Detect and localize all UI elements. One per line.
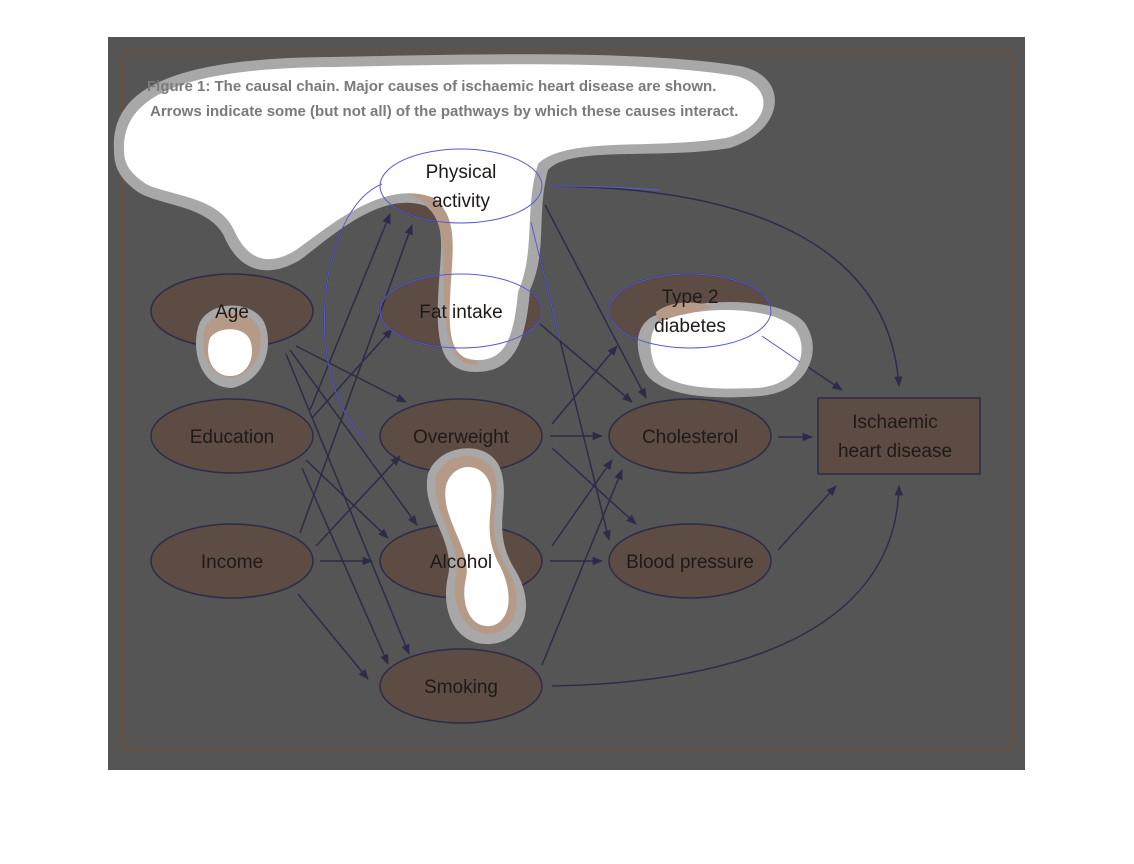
pa-bp-highlight bbox=[530, 221, 561, 341]
arrow-smoking-cholesterol bbox=[541, 469, 623, 666]
label-type2-diabetes-2: diabetes bbox=[654, 316, 726, 337]
arrow-education-physical-activity bbox=[309, 213, 391, 411]
label-type2-diabetes-1: Type 2 bbox=[661, 287, 718, 308]
label-income: Income bbox=[201, 552, 263, 573]
node-labels: Physical activity Age Fat intake Type 2 … bbox=[190, 162, 952, 698]
arrow-age-alcohol bbox=[289, 349, 418, 526]
caption-line-1: Figure 1: The causal chain. Major causes… bbox=[147, 78, 716, 95]
node-blood-pressure bbox=[608, 523, 772, 599]
arrow-bp-ihd bbox=[777, 485, 837, 551]
label-alcohol: Alcohol bbox=[430, 552, 492, 573]
node-smoking bbox=[379, 648, 543, 724]
caption-line-2: Arrows indicate some (but not all) of th… bbox=[150, 103, 738, 120]
age-blob-fill bbox=[208, 329, 252, 376]
node-education bbox=[150, 398, 314, 474]
label-blood-pressure: Blood pressure bbox=[626, 552, 754, 573]
label-physical-activity-2: activity bbox=[432, 191, 491, 212]
physical-activity-highlight bbox=[379, 148, 543, 224]
fat-intake-highlight bbox=[379, 273, 543, 349]
highlight-outlines bbox=[323, 148, 801, 441]
label-physical-activity-1: Physical bbox=[426, 162, 497, 183]
node-income bbox=[150, 523, 314, 599]
node-ihd bbox=[817, 397, 981, 475]
diabetes-ihd-highlight bbox=[761, 335, 801, 363]
arrow-education-smoking bbox=[301, 467, 389, 665]
label-ihd-2: heart disease bbox=[838, 441, 952, 462]
arrow-age-smoking bbox=[285, 353, 410, 655]
label-fat-intake: Fat intake bbox=[419, 302, 502, 323]
diabetes-blob-fill bbox=[650, 310, 802, 389]
arrow-income-physical-activity bbox=[299, 224, 413, 534]
node-cholesterol bbox=[608, 398, 772, 474]
arrow-pa-ihd bbox=[551, 185, 903, 388]
arrow-income-smoking bbox=[297, 593, 369, 680]
label-smoking: Smoking bbox=[424, 677, 498, 698]
arrow-pa-cholesterol bbox=[544, 204, 647, 399]
arrow-smoking-ihd bbox=[551, 484, 903, 687]
arrow-income-overweight bbox=[315, 455, 401, 547]
diagram-frame bbox=[121, 50, 1013, 751]
arrow-alcohol-cholesterol bbox=[551, 459, 613, 547]
alcohol-blob-fill bbox=[445, 466, 509, 627]
label-age: Age bbox=[215, 302, 249, 323]
arrow-fat-cholesterol bbox=[539, 323, 633, 403]
diabetes-blob-rim bbox=[656, 302, 712, 336]
label-cholesterol: Cholesterol bbox=[642, 427, 738, 448]
caption-blob-fill bbox=[123, 64, 764, 360]
arrow-education-alcohol bbox=[305, 459, 389, 539]
label-ihd-1: Ischaemic bbox=[852, 412, 938, 433]
blob-overlays bbox=[113, 54, 813, 645]
arrow-education-fat-intake bbox=[311, 328, 393, 419]
label-overweight: Overweight bbox=[413, 427, 510, 448]
label-education: Education bbox=[190, 427, 275, 448]
age-pa-highlight bbox=[323, 183, 383, 441]
type2-diabetes-highlight bbox=[608, 273, 772, 349]
pa-ihd-highlight bbox=[551, 185, 661, 191]
arrow-overweight-diabetes bbox=[551, 345, 618, 425]
